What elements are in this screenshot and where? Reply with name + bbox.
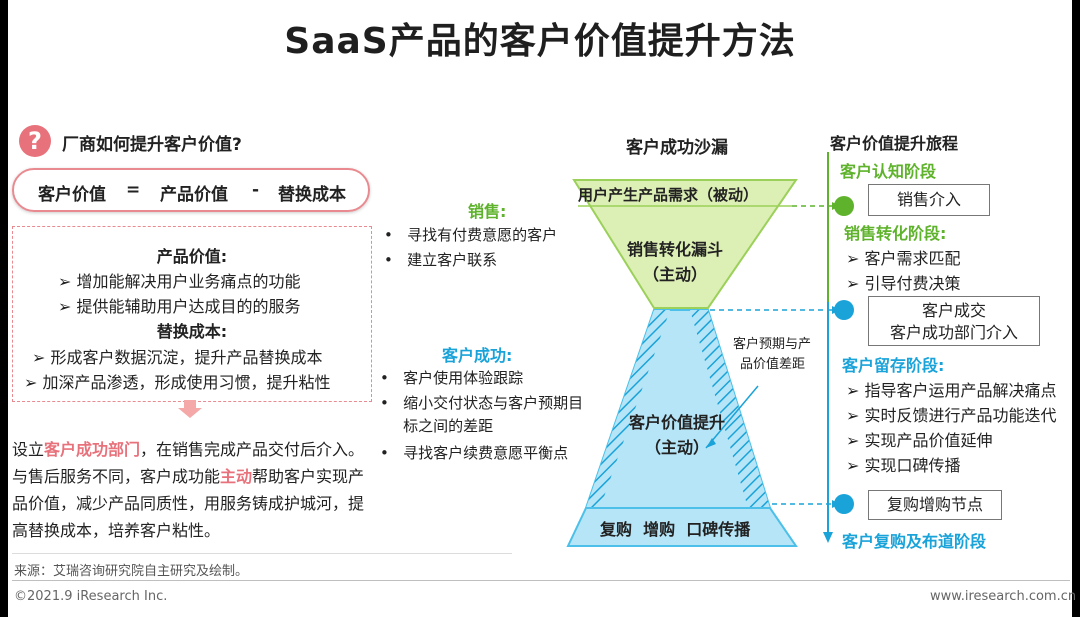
- funnel-base-shape: [566, 507, 798, 547]
- sales-heading: 销售:: [468, 202, 507, 221]
- callout-deal: 客户成交 客户成功部门介入: [868, 296, 1040, 346]
- formula-box: 客户价值 = 产品价值 - 替换成本: [12, 168, 370, 212]
- retention-item: ➢ 实现产品价值延伸: [846, 431, 993, 450]
- gap-label-line2: 品价值差距: [740, 357, 806, 372]
- page-title: SaaS产品的客户价值提升方法: [284, 21, 796, 62]
- cs-heading: 客户成功:: [442, 346, 513, 365]
- sales-item: • 建立客户联系: [384, 251, 498, 269]
- timeline-node: [834, 300, 854, 320]
- formula-term1: 产品价值: [160, 185, 228, 205]
- replace-cost-heading: 替换成本:: [156, 322, 228, 341]
- cs-item: • 客户使用体验跟踪: [380, 369, 524, 387]
- product-value-heading: 产品价值:: [156, 247, 228, 266]
- callout-sales: 销售介入: [868, 184, 990, 216]
- source-divider: [12, 553, 512, 554]
- stage-advocacy: 客户复购及布道阶段: [842, 532, 987, 551]
- source-note: 来源：艾瑞咨询研究院自主研究及绘制。: [14, 564, 249, 579]
- conversion-item: ➢ 客户需求匹配: [846, 249, 961, 268]
- question-heading: 厂商如何提升客户价值?: [62, 135, 242, 155]
- website: www.iresearch.com.cn: [930, 589, 1077, 604]
- funnel-sales-sub: （主动）: [642, 265, 707, 284]
- funnel-sales-label: 销售转化漏斗: [626, 240, 723, 259]
- question-mark-icon: ?: [18, 124, 52, 162]
- journey-heading: 客户价值提升旅程: [830, 134, 959, 153]
- replace-cost-item: ➢ 加深产品渗透，形成使用习惯，提升粘性: [24, 373, 331, 392]
- timeline-node: [834, 494, 854, 514]
- retention-item: ➢ 实现口碑传播: [846, 456, 961, 475]
- strategy-paragraph: 设立客户成功部门，在销售完成产品交付后介入。与售后服务不同，客户成功能主动帮助客…: [12, 440, 365, 540]
- replace-cost-item: ➢ 形成客户数据沉淀，提升产品替换成本: [32, 348, 323, 367]
- journey-timeline: [820, 152, 840, 548]
- stage-awareness: 客户认知阶段: [840, 162, 937, 181]
- funnel-top-label: 用户产生产品需求（被动）: [578, 186, 759, 204]
- hourglass-diagram: [560, 176, 810, 555]
- callout-repurchase: 复购增购节点: [868, 490, 1002, 520]
- footer-divider: [12, 580, 1070, 581]
- svg-text:?: ?: [28, 127, 42, 155]
- funnel-value-label: 客户价值提升: [628, 413, 725, 432]
- down-arrow-icon: [178, 400, 202, 422]
- cs-item: • 缩小交付状态与客户预期目标之间的差距: [380, 394, 584, 435]
- retention-item: ➢ 指导客户运用产品解决痛点: [846, 381, 1057, 400]
- retention-item: ➢ 实时反馈进行产品功能迭代: [846, 406, 1057, 425]
- gap-label-line1: 客户预期与产: [733, 337, 812, 352]
- funnel-value-sub: （主动）: [644, 438, 709, 457]
- funnel-bottom-label: 复购 增购 口碑传播: [600, 520, 751, 539]
- formula-term2: 替换成本: [278, 185, 346, 205]
- stage-retention: 客户留存阶段:: [842, 356, 945, 375]
- copyright: ©2021.9 iResearch Inc.: [14, 589, 168, 604]
- timeline-node: [834, 196, 854, 216]
- sales-item: • 寻找有付费意愿的客户: [384, 226, 558, 244]
- sales-funnel-shape: [572, 179, 798, 309]
- formula-equals: =: [126, 180, 141, 200]
- formula-lhs: 客户价值: [38, 185, 106, 205]
- conversion-item: ➢ 引导付费决策: [846, 274, 961, 293]
- hourglass-heading: 客户成功沙漏: [626, 138, 728, 158]
- product-value-item: ➢ 增加能解决用户业务痛点的功能: [58, 272, 301, 291]
- right-frame-edge: [1072, 0, 1080, 617]
- formula-minus: -: [252, 180, 260, 200]
- product-value-item: ➢ 提供能辅助用户达成目的的服务: [58, 297, 301, 316]
- cs-item: • 寻找客户续费意愿平衡点: [380, 444, 569, 462]
- stage-conversion: 销售转化阶段:: [844, 224, 947, 243]
- connector-lines: [560, 176, 850, 520]
- left-frame-edge: [0, 0, 8, 617]
